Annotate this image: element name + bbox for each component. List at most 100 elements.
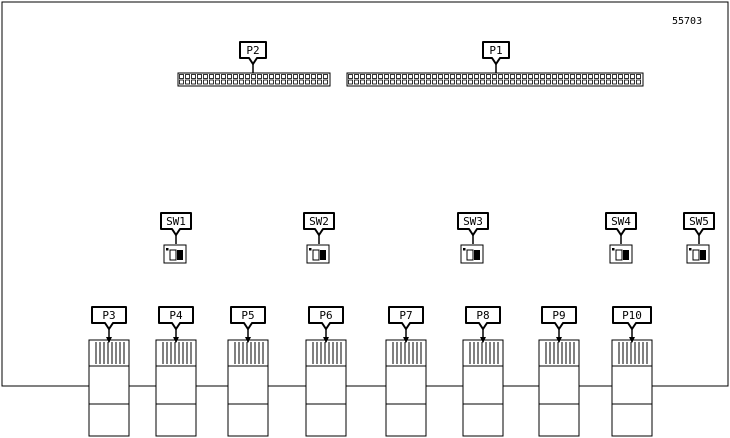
header-pin xyxy=(366,74,371,79)
header-pin xyxy=(348,74,353,79)
header-pin xyxy=(534,79,539,85)
header-pin xyxy=(438,79,443,85)
header-pin xyxy=(564,74,569,79)
header-pin xyxy=(534,74,539,79)
port-jack[interactable] xyxy=(88,339,130,437)
port-callout xyxy=(308,306,344,330)
header-pin xyxy=(618,74,623,79)
board-outline xyxy=(1,1,729,387)
header-pin xyxy=(402,79,407,85)
header-pin xyxy=(408,79,413,85)
header-pin xyxy=(612,79,617,85)
header-pin xyxy=(438,74,443,79)
callout-label-p1: P1 xyxy=(489,44,502,57)
header-pin xyxy=(360,74,365,79)
header-pin xyxy=(504,79,509,85)
switch-sw3: SW3 xyxy=(457,212,489,264)
header-pin xyxy=(450,79,455,85)
port-p6: P6 xyxy=(305,306,347,437)
header-pin xyxy=(552,79,557,85)
header-pin xyxy=(203,79,208,85)
header-pin xyxy=(576,79,581,85)
header-pin xyxy=(600,79,605,85)
header-pin xyxy=(257,79,262,85)
header-pin xyxy=(281,74,286,79)
header-pin xyxy=(263,79,268,85)
header-pin xyxy=(630,79,635,85)
header-pin xyxy=(468,79,473,85)
callout-p2: P2 xyxy=(239,41,267,73)
header-pin xyxy=(444,74,449,79)
port-p7: P7 xyxy=(385,306,427,437)
header-pin xyxy=(570,74,575,79)
port-callout xyxy=(91,306,127,330)
header-pin xyxy=(209,74,214,79)
header-pin xyxy=(378,74,383,79)
header-pin xyxy=(245,79,250,85)
header-pin xyxy=(269,79,274,85)
header-pin xyxy=(275,74,280,79)
header-pin xyxy=(606,74,611,79)
port-jack[interactable] xyxy=(611,339,653,437)
header-pin xyxy=(636,74,641,79)
header-pin xyxy=(354,79,359,85)
header-pin xyxy=(305,74,310,79)
header-pin xyxy=(564,79,569,85)
header-pin xyxy=(462,79,467,85)
header-pin xyxy=(624,79,629,85)
header-pin xyxy=(390,79,395,85)
header-pin xyxy=(251,79,256,85)
header-pin xyxy=(287,79,292,85)
header-pin xyxy=(203,74,208,79)
port-jack[interactable] xyxy=(155,339,197,437)
header-pin xyxy=(558,74,563,79)
header-pin xyxy=(191,79,196,85)
header-pin xyxy=(179,79,184,85)
header-pin xyxy=(474,79,479,85)
header-pin xyxy=(594,74,599,79)
header-pin xyxy=(263,74,268,79)
header-pin xyxy=(492,74,497,79)
header-pin xyxy=(474,74,479,79)
port-callout xyxy=(158,306,194,330)
port-callout xyxy=(612,306,652,330)
header-pin xyxy=(269,74,274,79)
port-callout xyxy=(465,306,501,330)
header-pin xyxy=(594,79,599,85)
header-pin xyxy=(239,79,244,85)
header-pin xyxy=(299,79,304,85)
header-pin xyxy=(348,79,353,85)
port-jack[interactable] xyxy=(462,339,504,437)
header-pin xyxy=(546,74,551,79)
header-pin xyxy=(522,74,527,79)
header-pin xyxy=(552,74,557,79)
port-jack[interactable] xyxy=(305,339,347,437)
header-pin xyxy=(396,74,401,79)
header-pin xyxy=(456,79,461,85)
header-pin xyxy=(492,79,497,85)
header-pin xyxy=(426,79,431,85)
header-pin xyxy=(360,79,365,85)
header-pin xyxy=(408,74,413,79)
header-pin xyxy=(305,79,310,85)
header-pin xyxy=(281,79,286,85)
header-pin xyxy=(311,74,316,79)
port-jack[interactable] xyxy=(385,339,427,437)
port-callout xyxy=(388,306,424,330)
header-pin xyxy=(588,74,593,79)
header-pin xyxy=(323,79,328,85)
port-label: P7 xyxy=(399,309,412,322)
port-jack[interactable] xyxy=(227,339,269,437)
header-pin xyxy=(245,74,250,79)
port-jack[interactable] xyxy=(538,339,580,437)
header-pin xyxy=(372,79,377,85)
header-pin xyxy=(293,79,298,85)
connector-p1: P1 xyxy=(346,41,644,87)
header-pin xyxy=(486,74,491,79)
header-pin xyxy=(420,74,425,79)
header-pin xyxy=(378,79,383,85)
port-p4: P4 xyxy=(155,306,197,437)
header-pin xyxy=(239,74,244,79)
switch-label-sw3: SW3 xyxy=(463,215,483,228)
header-pin xyxy=(582,79,587,85)
